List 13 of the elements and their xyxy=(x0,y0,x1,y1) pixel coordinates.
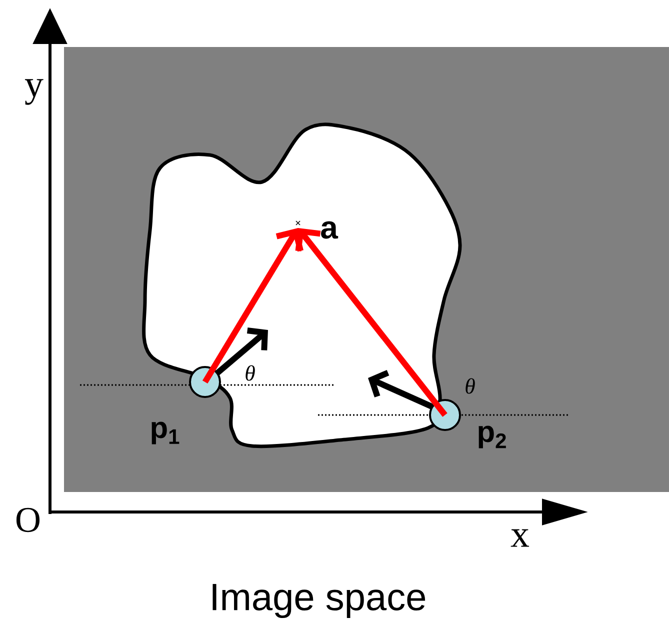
angle-label: θ xyxy=(246,365,255,381)
axis-label: x xyxy=(510,529,530,547)
axis-label: y xyxy=(24,79,44,105)
point-label: p$_{1}$ xyxy=(152,422,180,444)
point-marker xyxy=(189,366,221,398)
axis-label: O xyxy=(16,508,40,532)
caption: Image space xyxy=(212,584,426,618)
point-label: a xyxy=(321,221,338,239)
point-label: p$_{2}$ xyxy=(478,426,506,448)
angle-label: θ xyxy=(466,378,475,394)
arrow xyxy=(295,228,448,417)
arrow xyxy=(202,228,304,384)
point-marker xyxy=(429,399,461,431)
